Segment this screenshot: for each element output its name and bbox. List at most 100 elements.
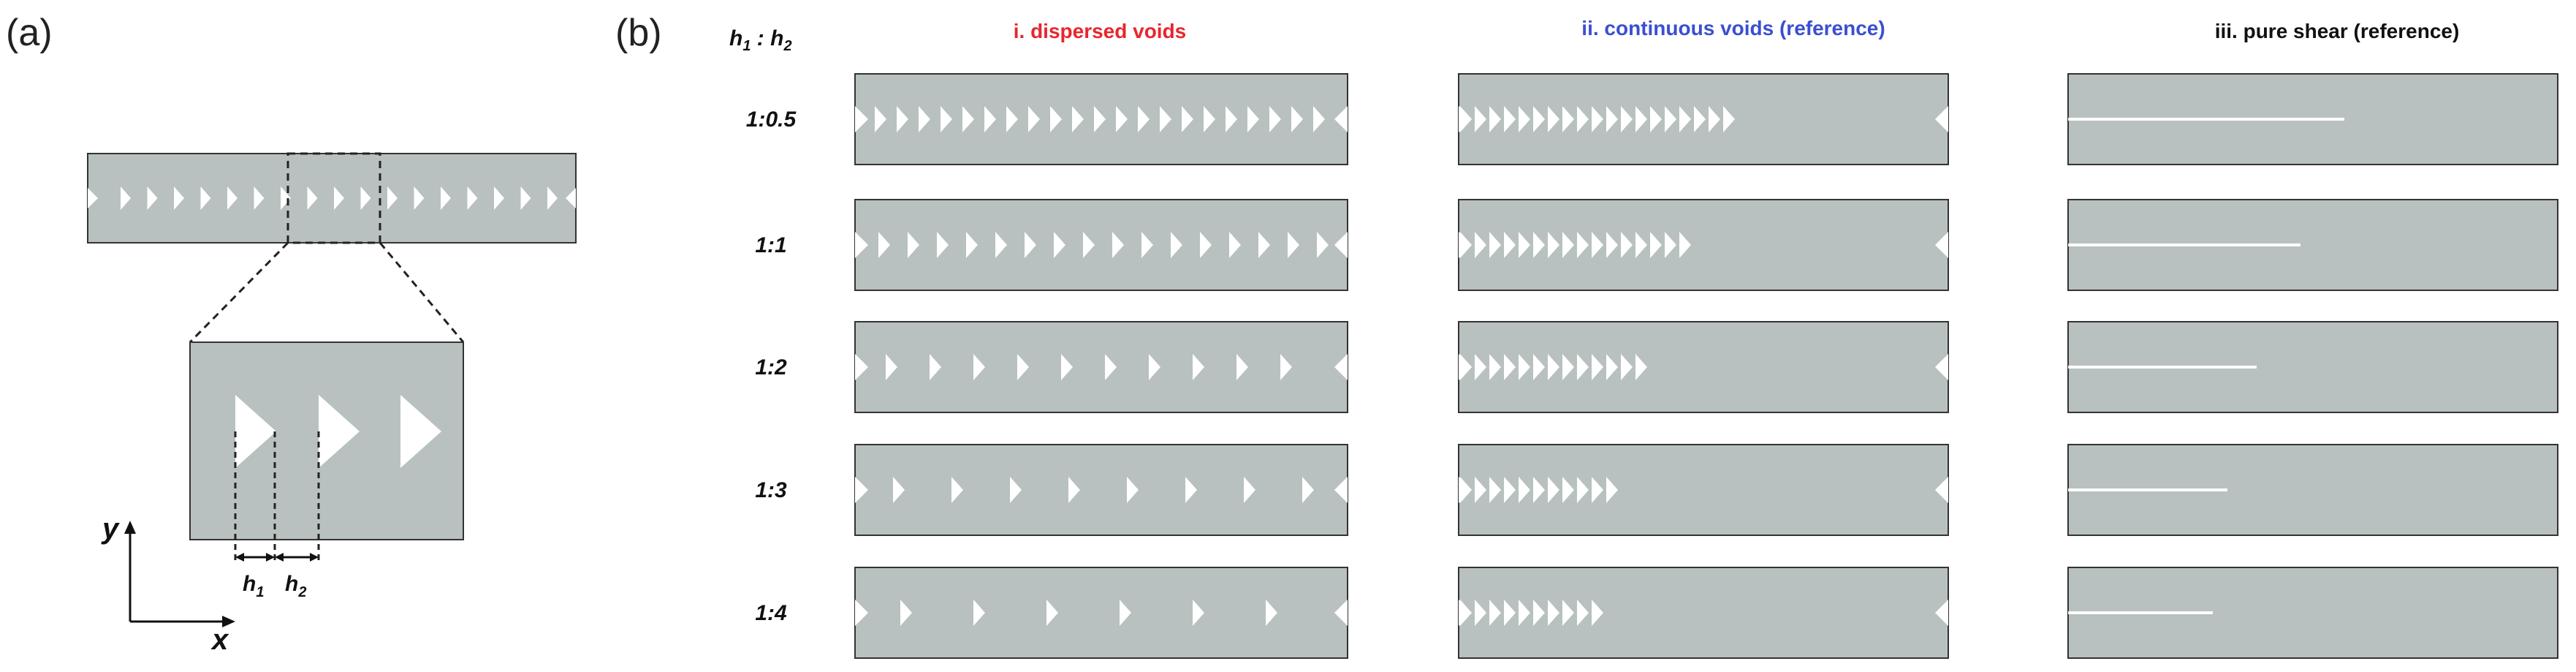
specimen-dispersed xyxy=(854,567,1348,659)
specimen-dispersed xyxy=(854,73,1348,165)
ratio-row: 1:4 xyxy=(755,567,2558,659)
void xyxy=(1519,232,1530,258)
specimen-dispersed xyxy=(854,199,1348,291)
void xyxy=(1236,354,1248,380)
void xyxy=(930,354,941,380)
void xyxy=(1519,354,1530,380)
void xyxy=(1475,600,1486,626)
void xyxy=(1475,232,1486,258)
void xyxy=(1548,600,1559,626)
void xyxy=(1460,106,1472,132)
void xyxy=(1247,106,1259,132)
void xyxy=(1606,354,1618,380)
void xyxy=(1489,232,1501,258)
void xyxy=(1185,477,1197,503)
void xyxy=(1519,600,1530,626)
panel-b: (b) h1 : h2 i. dispersed voids ii. conti… xyxy=(615,12,2558,659)
y-axis-label: y xyxy=(101,513,120,545)
void xyxy=(941,106,952,132)
void xyxy=(1592,106,1603,132)
void xyxy=(1606,106,1618,132)
strip-void xyxy=(360,186,371,210)
specimen-continuous xyxy=(1458,321,1949,413)
ratio-label: 1:0.5 xyxy=(746,107,797,132)
void xyxy=(1288,232,1299,258)
specimen-continuous xyxy=(1458,199,1949,291)
column-title-pure-shear: iii. pure shear (reference) xyxy=(2215,20,2460,42)
void xyxy=(1200,232,1212,258)
void xyxy=(1182,106,1193,132)
void xyxy=(1562,232,1574,258)
strip-void xyxy=(334,186,344,210)
void xyxy=(875,106,886,132)
strip-void xyxy=(200,186,211,210)
void xyxy=(1533,600,1545,626)
void xyxy=(1635,354,1647,380)
void xyxy=(1562,600,1574,626)
specimen-shear xyxy=(2067,199,2558,291)
strip-void xyxy=(121,186,131,210)
strip-void xyxy=(414,186,425,210)
ratio-row: 1:3 xyxy=(755,444,2558,536)
void xyxy=(1635,106,1647,132)
specimen-continuous xyxy=(1458,567,1949,659)
void xyxy=(937,232,949,258)
void xyxy=(1010,477,1022,503)
void xyxy=(1489,477,1501,503)
edge-notch-left xyxy=(855,477,868,503)
strip-void xyxy=(227,186,238,210)
void xyxy=(962,106,974,132)
void xyxy=(1141,232,1153,258)
void xyxy=(878,232,890,258)
void xyxy=(1302,477,1314,503)
void xyxy=(1489,106,1501,132)
void xyxy=(1533,477,1545,503)
void xyxy=(1112,232,1124,258)
void xyxy=(1489,600,1501,626)
void xyxy=(1317,232,1329,258)
void xyxy=(1291,106,1303,132)
ratio-label: 1:4 xyxy=(755,601,787,625)
void xyxy=(1460,354,1472,380)
void xyxy=(897,106,908,132)
void xyxy=(1592,600,1603,626)
void xyxy=(1460,600,1472,626)
void xyxy=(984,106,996,132)
void xyxy=(1025,232,1036,258)
x-axis-label: x xyxy=(210,624,229,656)
void xyxy=(1193,600,1204,626)
specimen-dispersed xyxy=(854,444,1348,536)
panel-b-label: (b) xyxy=(615,12,662,54)
void xyxy=(1475,106,1486,132)
void xyxy=(1562,106,1574,132)
void xyxy=(1226,106,1237,132)
zoom-void xyxy=(235,395,276,468)
ratio-header: h1 : h2 xyxy=(729,26,792,54)
strip-void xyxy=(254,186,265,210)
void xyxy=(1094,106,1106,132)
specimen-dispersed xyxy=(854,321,1348,413)
void xyxy=(1577,232,1589,258)
edge-notch-right xyxy=(1334,477,1348,503)
edge-notch-right xyxy=(566,188,576,208)
specimen-body xyxy=(1458,199,1949,291)
void xyxy=(973,354,985,380)
void xyxy=(1475,477,1486,503)
void xyxy=(1504,354,1516,380)
edge-notch-left xyxy=(855,354,868,380)
void xyxy=(1548,232,1559,258)
edge-notch-left xyxy=(855,106,868,132)
edge-notch-right xyxy=(1334,600,1348,626)
void xyxy=(1577,106,1589,132)
void xyxy=(1313,106,1325,132)
void xyxy=(1621,232,1633,258)
void xyxy=(1504,600,1516,626)
void xyxy=(1504,232,1516,258)
void xyxy=(1258,232,1270,258)
void xyxy=(1050,106,1062,132)
specimen-shear xyxy=(2067,73,2558,165)
ratio-row: 1:0.5 xyxy=(746,73,2558,165)
void xyxy=(951,477,963,503)
void xyxy=(1120,600,1131,626)
